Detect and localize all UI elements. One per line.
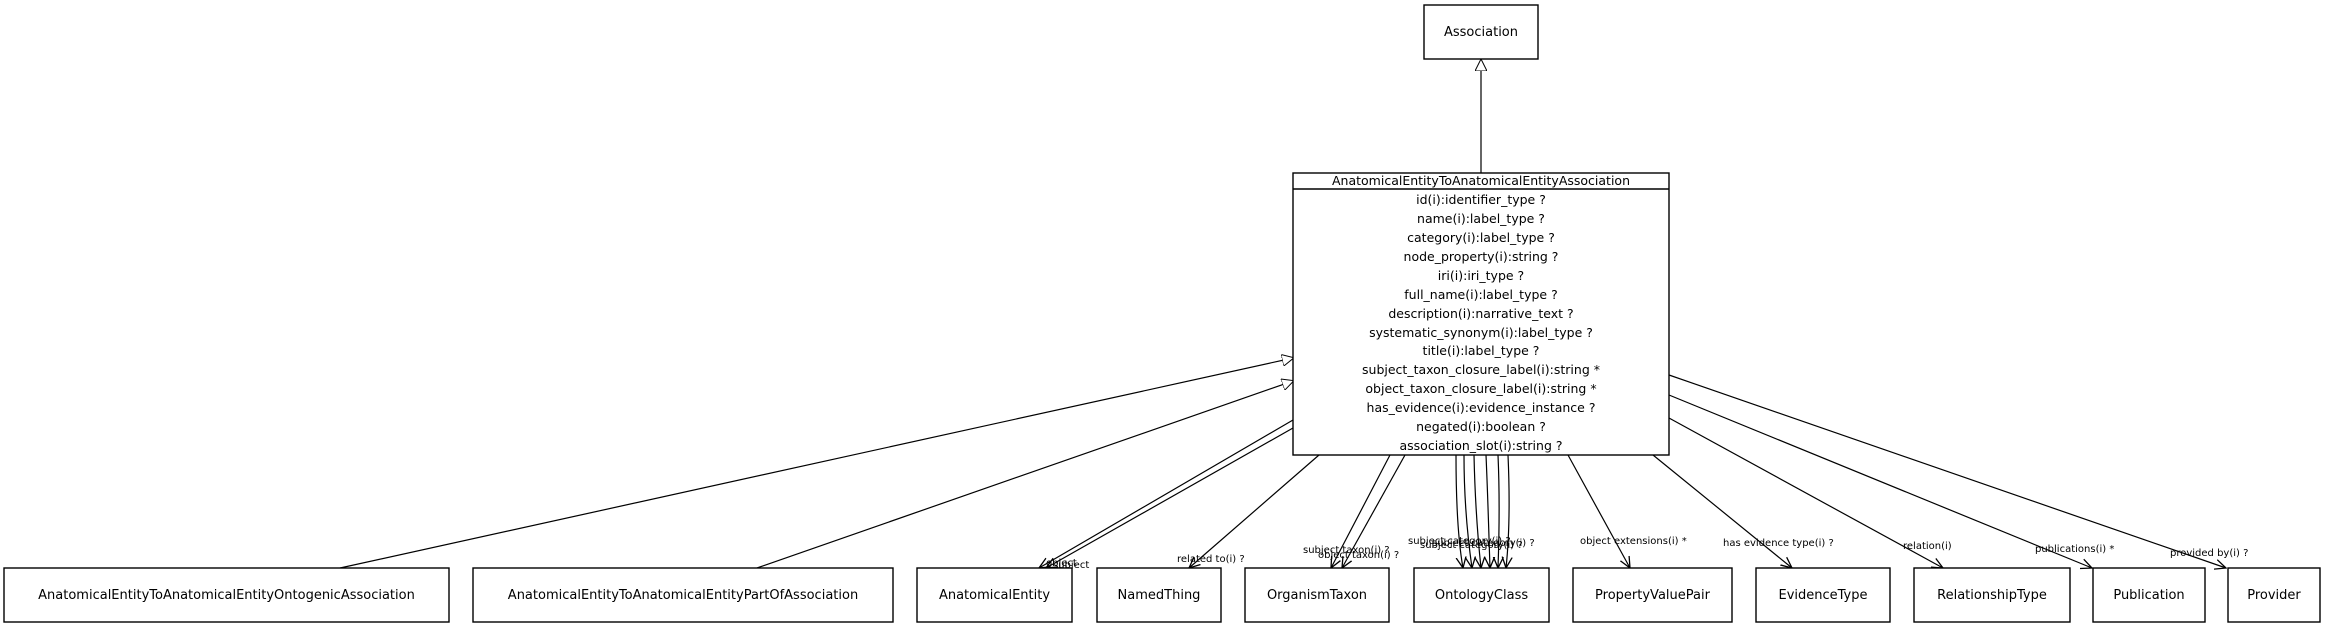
attribute: systematic_synonym(i):label_type ? — [1369, 325, 1593, 340]
class-partof-association[interactable]: AnatomicalEntityToAnatomicalEntityPartOf… — [472, 567, 894, 623]
class-partof-association-label: AnatomicalEntityToAnatomicalEntityPartOf… — [508, 588, 858, 603]
class-property-value-pair[interactable]: PropertyValuePair — [1572, 567, 1733, 623]
edge-object-extensions — [1567, 454, 1630, 568]
edge-label-publications: publications(i) * — [2035, 544, 2114, 555]
class-named-thing[interactable]: NamedThing — [1096, 567, 1222, 623]
edge-provided-by — [1668, 374, 2226, 568]
class-evidence-type-label: EvidenceType — [1778, 588, 1867, 603]
attribute: negated(i):boolean ? — [1416, 419, 1546, 434]
edge-ontology-2 — [1463, 454, 1472, 568]
attribute: node_property(i):string ? — [1404, 249, 1559, 264]
edge-label-related-to: related to(i) ? — [1177, 554, 1245, 565]
edge-ontology-4 — [1486, 454, 1490, 568]
edge-label-subject: subject — [1053, 560, 1089, 571]
edge-partof-to-main — [756, 381, 1293, 569]
edge-labels: object subject related to(i) ? subject t… — [1046, 536, 2248, 571]
class-publication[interactable]: Publication — [2092, 567, 2206, 623]
edge-label-object-taxon: object taxon(i) ? — [1318, 550, 1399, 561]
edge-relation — [1668, 417, 1943, 568]
class-publication-label: Publication — [2113, 588, 2184, 603]
edge-object — [1039, 419, 1294, 568]
edge-ontology-1 — [1455, 454, 1463, 568]
class-property-value-pair-label: PropertyValuePair — [1595, 588, 1711, 603]
attribute: association_slot(i):string ? — [1400, 438, 1563, 453]
edge-label-subject-taxon: subject taxon(i) ? — [1303, 545, 1390, 556]
edge-label-provided-by: provided by(i) ? — [2170, 548, 2248, 559]
edge-label-has-evidence-type: has evidence type(i) ? — [1723, 538, 1834, 549]
class-anatomical-entity-label: AnatomicalEntity — [939, 588, 1050, 603]
attribute: object_taxon_closure_label(i):string * — [1365, 381, 1596, 396]
class-ontogenic-association[interactable]: AnatomicalEntityToAnatomicalEntityOntoge… — [3, 567, 450, 623]
edge-object-taxon — [1342, 454, 1406, 568]
attribute: description(i):narrative_text ? — [1388, 306, 1573, 321]
class-association[interactable]: Association — [1423, 4, 1539, 60]
attribute: title(i):label_type ? — [1423, 343, 1540, 358]
class-provider[interactable]: Provider — [2227, 567, 2321, 623]
attribute: subject_taxon_closure_label(i):string * — [1362, 362, 1600, 377]
class-provider-label: Provider — [2247, 588, 2301, 603]
attribute: id(i):identifier_type ? — [1416, 192, 1546, 207]
attribute: name(i):label_type ? — [1417, 211, 1545, 226]
edge-label-object: object — [1046, 558, 1077, 569]
attribute: full_name(i):label_type ? — [1404, 287, 1557, 302]
edge-ontology-5 — [1498, 454, 1499, 568]
class-relationship-type-label: RelationshipType — [1937, 588, 2047, 603]
attribute: category(i):label_type ? — [1407, 230, 1555, 245]
edge-subject-taxon — [1331, 454, 1391, 568]
class-evidence-type[interactable]: EvidenceType — [1755, 567, 1891, 623]
edge-label-overlap-3: subject category(i) ? — [1432, 538, 1535, 549]
attribute: iri(i):iri_type ? — [1438, 268, 1524, 283]
edge-has-evidence-type — [1652, 454, 1792, 568]
class-main-attributes: id(i):identifier_type ? name(i):label_ty… — [1362, 192, 1600, 453]
class-main-label: AnatomicalEntityToAnatomicalEntityAssoci… — [1332, 173, 1630, 188]
edge-publications — [1668, 394, 2092, 568]
class-main[interactable]: AnatomicalEntityToAnatomicalEntityAssoci… — [1292, 172, 1670, 456]
class-association-label: Association — [1444, 25, 1518, 40]
edge-ontology-3 — [1473, 454, 1481, 568]
class-organism-taxon[interactable]: OrganismTaxon — [1244, 567, 1390, 623]
attribute: has_evidence(i):evidence_instance ? — [1367, 400, 1596, 415]
class-ontology-class-label: OntologyClass — [1435, 588, 1528, 603]
class-relationship-type[interactable]: RelationshipType — [1913, 567, 2071, 623]
edge-ontology-6 — [1506, 454, 1509, 568]
class-named-thing-label: NamedThing — [1118, 588, 1201, 603]
class-anatomical-entity[interactable]: AnatomicalEntity — [916, 567, 1073, 623]
edge-label-overlap-1: subject category(i) ? — [1408, 536, 1511, 547]
edge-ontogenic-to-main — [339, 358, 1293, 569]
class-ontogenic-association-label: AnatomicalEntityToAnatomicalEntityOntoge… — [38, 588, 415, 603]
edge-related-to — [1189, 454, 1320, 568]
edge-label-relation: relation(i) — [1903, 541, 1952, 552]
edge-label-object-extensions: object extensions(i) * — [1580, 536, 1687, 547]
class-ontology-class[interactable]: OntologyClass — [1413, 567, 1550, 623]
class-organism-taxon-label: OrganismTaxon — [1267, 588, 1367, 603]
edges — [339, 60, 2226, 569]
edge-label-overlap-2: subject category(i) ? — [1420, 540, 1523, 551]
edge-subject — [1046, 427, 1294, 568]
